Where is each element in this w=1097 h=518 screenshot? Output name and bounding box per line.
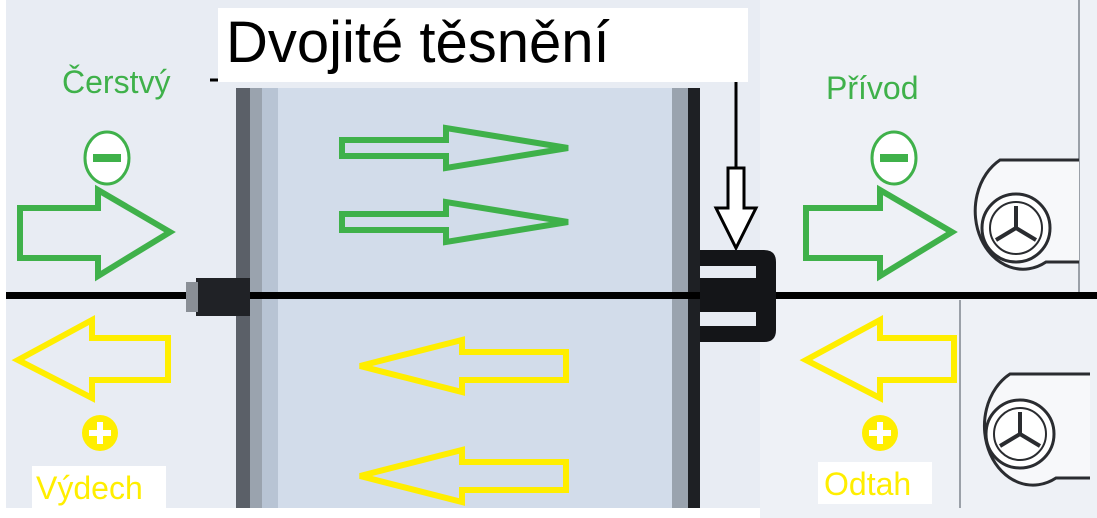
arrow-exchanger-green-1 xyxy=(339,124,569,172)
extract-fan-icon xyxy=(982,372,1090,487)
supply-fan-icon xyxy=(973,158,1079,271)
minus-bar-left xyxy=(93,154,121,162)
arrow-exchanger-yellow-2 xyxy=(359,446,569,506)
label-supply: Přívod xyxy=(826,70,919,106)
left-seal-shadow xyxy=(186,282,198,312)
bottom-edge xyxy=(0,508,1097,518)
arrow-exhaust-out xyxy=(11,314,171,403)
plus-v-right xyxy=(877,422,883,444)
pressure-negative-symbols xyxy=(83,130,918,186)
arrow-supply xyxy=(803,184,958,282)
label-exhaust-bg xyxy=(32,466,166,508)
minus-bar-right xyxy=(880,154,908,162)
airflow-divider-line xyxy=(6,292,1097,299)
label-exhaust-out: Výdech xyxy=(36,470,143,506)
arrow-exchanger-green-2 xyxy=(339,198,569,246)
label-fresh-in: Čerstvý xyxy=(62,64,171,100)
diagram-title: Dvojité těsnění xyxy=(226,10,610,75)
green-arrows xyxy=(17,124,958,282)
label-extract-bg xyxy=(818,462,932,504)
title-background xyxy=(218,8,748,82)
arrow-extract xyxy=(799,314,957,403)
left-seal xyxy=(196,278,250,316)
yellow-arrows xyxy=(11,314,957,506)
arrow-fresh-in xyxy=(17,184,176,282)
label-extract: Odtah xyxy=(824,466,912,502)
double-seal xyxy=(700,250,776,342)
pressure-positive-symbols xyxy=(82,415,898,451)
left-edge xyxy=(0,0,6,518)
arrow-exchanger-yellow-1 xyxy=(359,336,569,396)
plus-v-left xyxy=(97,422,103,444)
seal-pointer-arrow xyxy=(713,166,759,252)
